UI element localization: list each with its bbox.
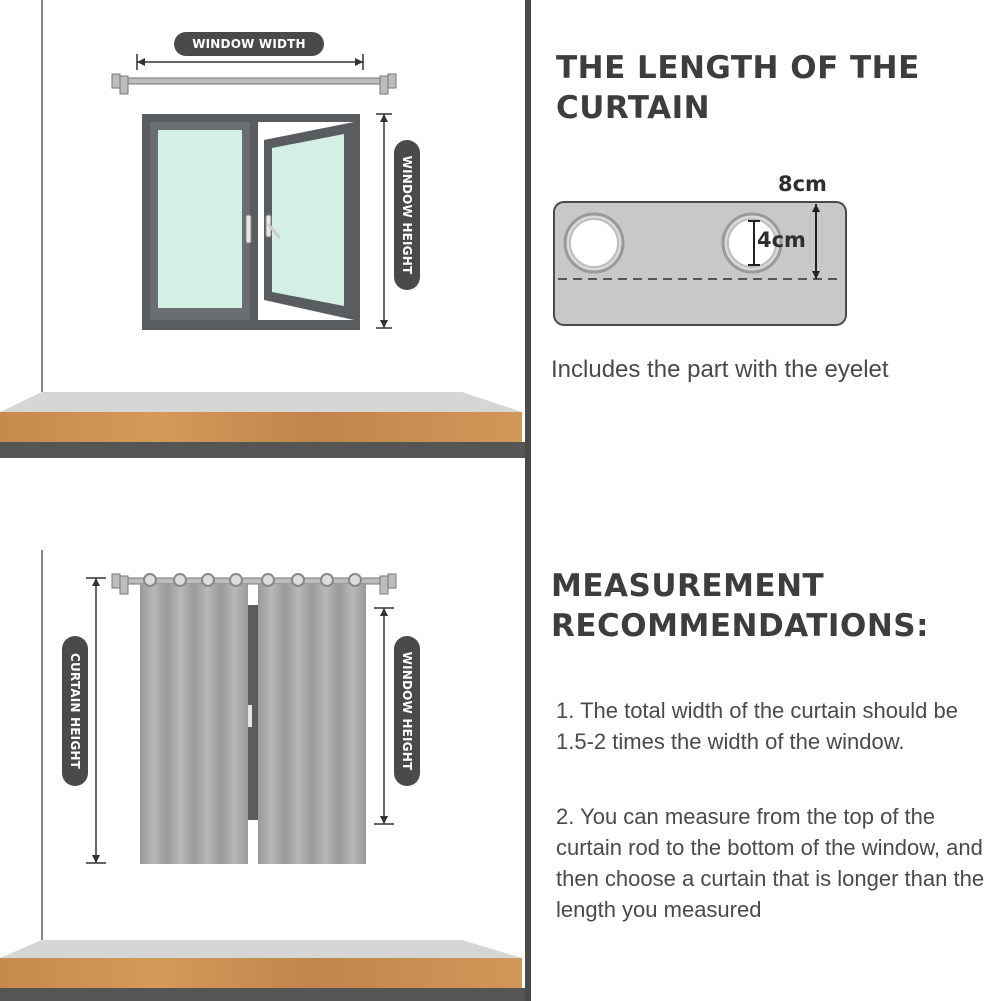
eyelet-diagram — [553, 201, 847, 326]
curtain-panel-left — [140, 573, 248, 864]
recommendation-item-1: 1. The total width of the curtain should… — [556, 698, 958, 754]
eyelet-height-label: 4cm — [757, 228, 806, 252]
window-height-label-2: WINDOW HEIGHT — [394, 636, 420, 786]
curtain-panel-right — [258, 573, 366, 864]
baseboard-2 — [0, 940, 522, 958]
window-height-dimension-2 — [374, 607, 394, 825]
curtain-rod-top — [111, 73, 397, 95]
baseboard — [0, 392, 522, 412]
eyelet-note: Includes the part with the eyelet — [551, 356, 889, 383]
vertical-divider — [525, 0, 531, 1001]
top-room — [0, 0, 525, 458]
eyelet-ring-left — [563, 212, 625, 274]
section-title-length: THE LENGTH OF THE CURTAIN — [556, 50, 920, 126]
window-peek — [246, 605, 260, 820]
curtain-rod-bottom — [111, 573, 397, 595]
bottom-room — [0, 550, 525, 1001]
window-illustration — [142, 114, 360, 330]
eyelet-4cm-dimension — [748, 220, 760, 266]
wood-floor-2 — [0, 958, 522, 988]
illustration-panel — [0, 0, 525, 1001]
window-height-label: WINDOW HEIGHT — [394, 140, 420, 290]
recommendation-item-2: 2. You can measure from the top of the c… — [556, 804, 985, 922]
wood-floor — [0, 412, 522, 442]
window-handle — [246, 705, 252, 727]
floor-edge — [0, 442, 525, 458]
eyelet-8cm-dimension — [812, 204, 820, 279]
curtain-height-dimension — [86, 577, 106, 864]
curtain-height-label: CURTAIN HEIGHT — [62, 636, 88, 786]
eyelet-ring-right — [721, 212, 783, 274]
window-width-label: WINDOW WIDTH — [174, 32, 324, 56]
section-title-recommendations: MEASUREMENT RECOMMENDATIONS: — [551, 568, 929, 644]
floor-edge-2 — [0, 988, 525, 1001]
window-width-dimension — [136, 54, 364, 70]
window-height-dimension — [376, 113, 392, 329]
eyelet-width-label: 8cm — [778, 172, 827, 196]
